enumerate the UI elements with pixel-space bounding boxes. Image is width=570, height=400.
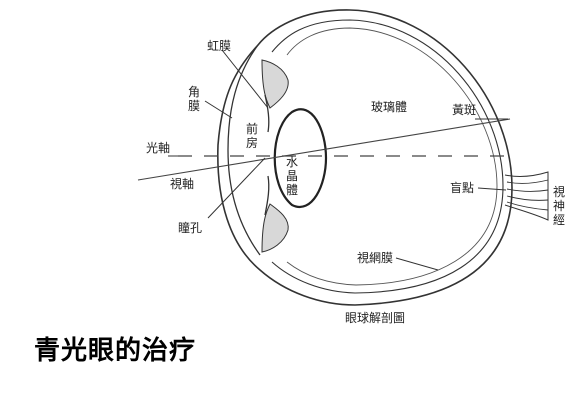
label-ac-2: 房 — [246, 135, 258, 150]
iris-flap-top — [264, 94, 270, 133]
label-ac-1: 前 — [246, 121, 258, 136]
label-anterior-chamber: 前 房 — [246, 121, 262, 150]
label-lens: 水 晶 體 — [286, 155, 302, 197]
label-on-3: 經 — [553, 213, 565, 227]
optic-nerve-fiber — [506, 195, 549, 201]
label-retina: 視網膜 — [357, 250, 393, 265]
retina-layer — [286, 27, 498, 286]
iris-top — [261, 59, 289, 109]
label-macula: 黃斑 — [452, 103, 476, 117]
cornea-shape — [227, 44, 261, 256]
retina-leader — [395, 257, 439, 271]
label-lens-3: 體 — [286, 183, 298, 197]
iris-bottom — [261, 203, 289, 253]
label-on-1: 視 — [553, 184, 565, 199]
label-cornea-2: 膜 — [188, 99, 200, 113]
pupil-leader — [207, 157, 266, 219]
label-pupil: 瞳孔 — [178, 220, 202, 235]
label-on-2: 神 — [553, 199, 565, 213]
iris-flap-bottom — [264, 175, 270, 216]
optic-nerve-fiber — [506, 188, 549, 192]
label-cornea: 角 膜 — [188, 85, 204, 113]
label-lens-2: 晶 — [286, 169, 298, 183]
label-lens-1: 水 — [286, 155, 298, 169]
optic-nerve-fiber — [506, 201, 549, 211]
sclera-outer — [217, 9, 513, 306]
diagram-caption: 眼球解剖圖 — [345, 311, 405, 325]
label-visual-axis: 視軸 — [170, 176, 194, 191]
label-vitreous: 玻璃體 — [371, 100, 407, 114]
visual-axis-line — [137, 118, 511, 181]
cornea-leader — [204, 100, 233, 119]
label-optic-nerve: 視 神 經 — [553, 184, 569, 227]
blind-spot-leader — [477, 187, 507, 191]
optic-nerve-shape — [504, 171, 549, 221]
lens-shape — [273, 108, 328, 208]
label-optic-axis: 光軸 — [146, 141, 170, 155]
label-iris: 虹膜 — [207, 39, 231, 53]
label-cornea-1: 角 — [188, 85, 200, 99]
label-blind-spot: 盲點 — [450, 180, 474, 195]
choroid-layer — [271, 19, 504, 294]
optic-nerve-fiber — [506, 179, 549, 184]
iris-leader — [221, 49, 269, 109]
page-title: 青光眼的治疗 — [34, 336, 197, 366]
